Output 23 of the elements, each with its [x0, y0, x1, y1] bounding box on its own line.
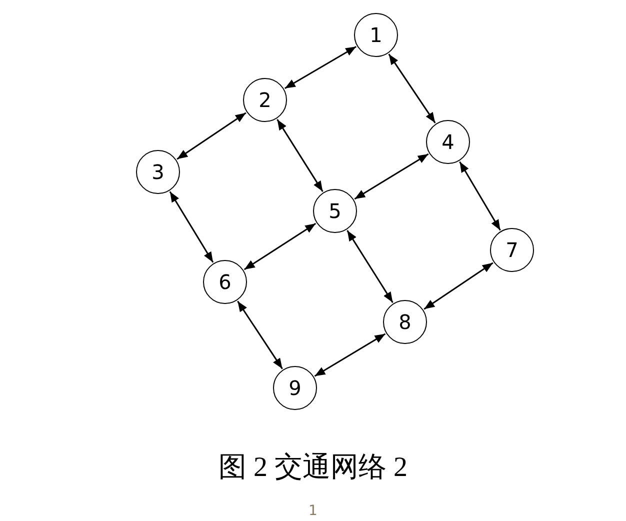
arrow — [388, 54, 436, 124]
arrow — [314, 333, 386, 377]
node-circle: 1 — [354, 13, 398, 57]
node-circle: 4 — [426, 120, 470, 164]
arrow — [354, 153, 429, 200]
arrow — [424, 262, 494, 310]
arrow — [169, 191, 214, 263]
caption: 图 2 交通网络 2 — [218, 451, 408, 485]
arrow — [244, 222, 316, 270]
page-number: 1 — [308, 503, 318, 519]
node-circle: 6 — [203, 260, 247, 304]
node-circle: 5 — [313, 189, 357, 233]
node-circle: 8 — [383, 300, 427, 344]
node-circle: 7 — [490, 228, 534, 272]
arrow — [459, 161, 501, 231]
node-circle: 9 — [273, 366, 317, 410]
node-circle: 3 — [136, 150, 180, 194]
node-circle: 2 — [243, 78, 287, 122]
arrow — [276, 119, 324, 192]
arrow — [176, 112, 246, 160]
arrow — [237, 300, 283, 370]
arrow — [346, 230, 394, 303]
arrow — [284, 46, 357, 90]
